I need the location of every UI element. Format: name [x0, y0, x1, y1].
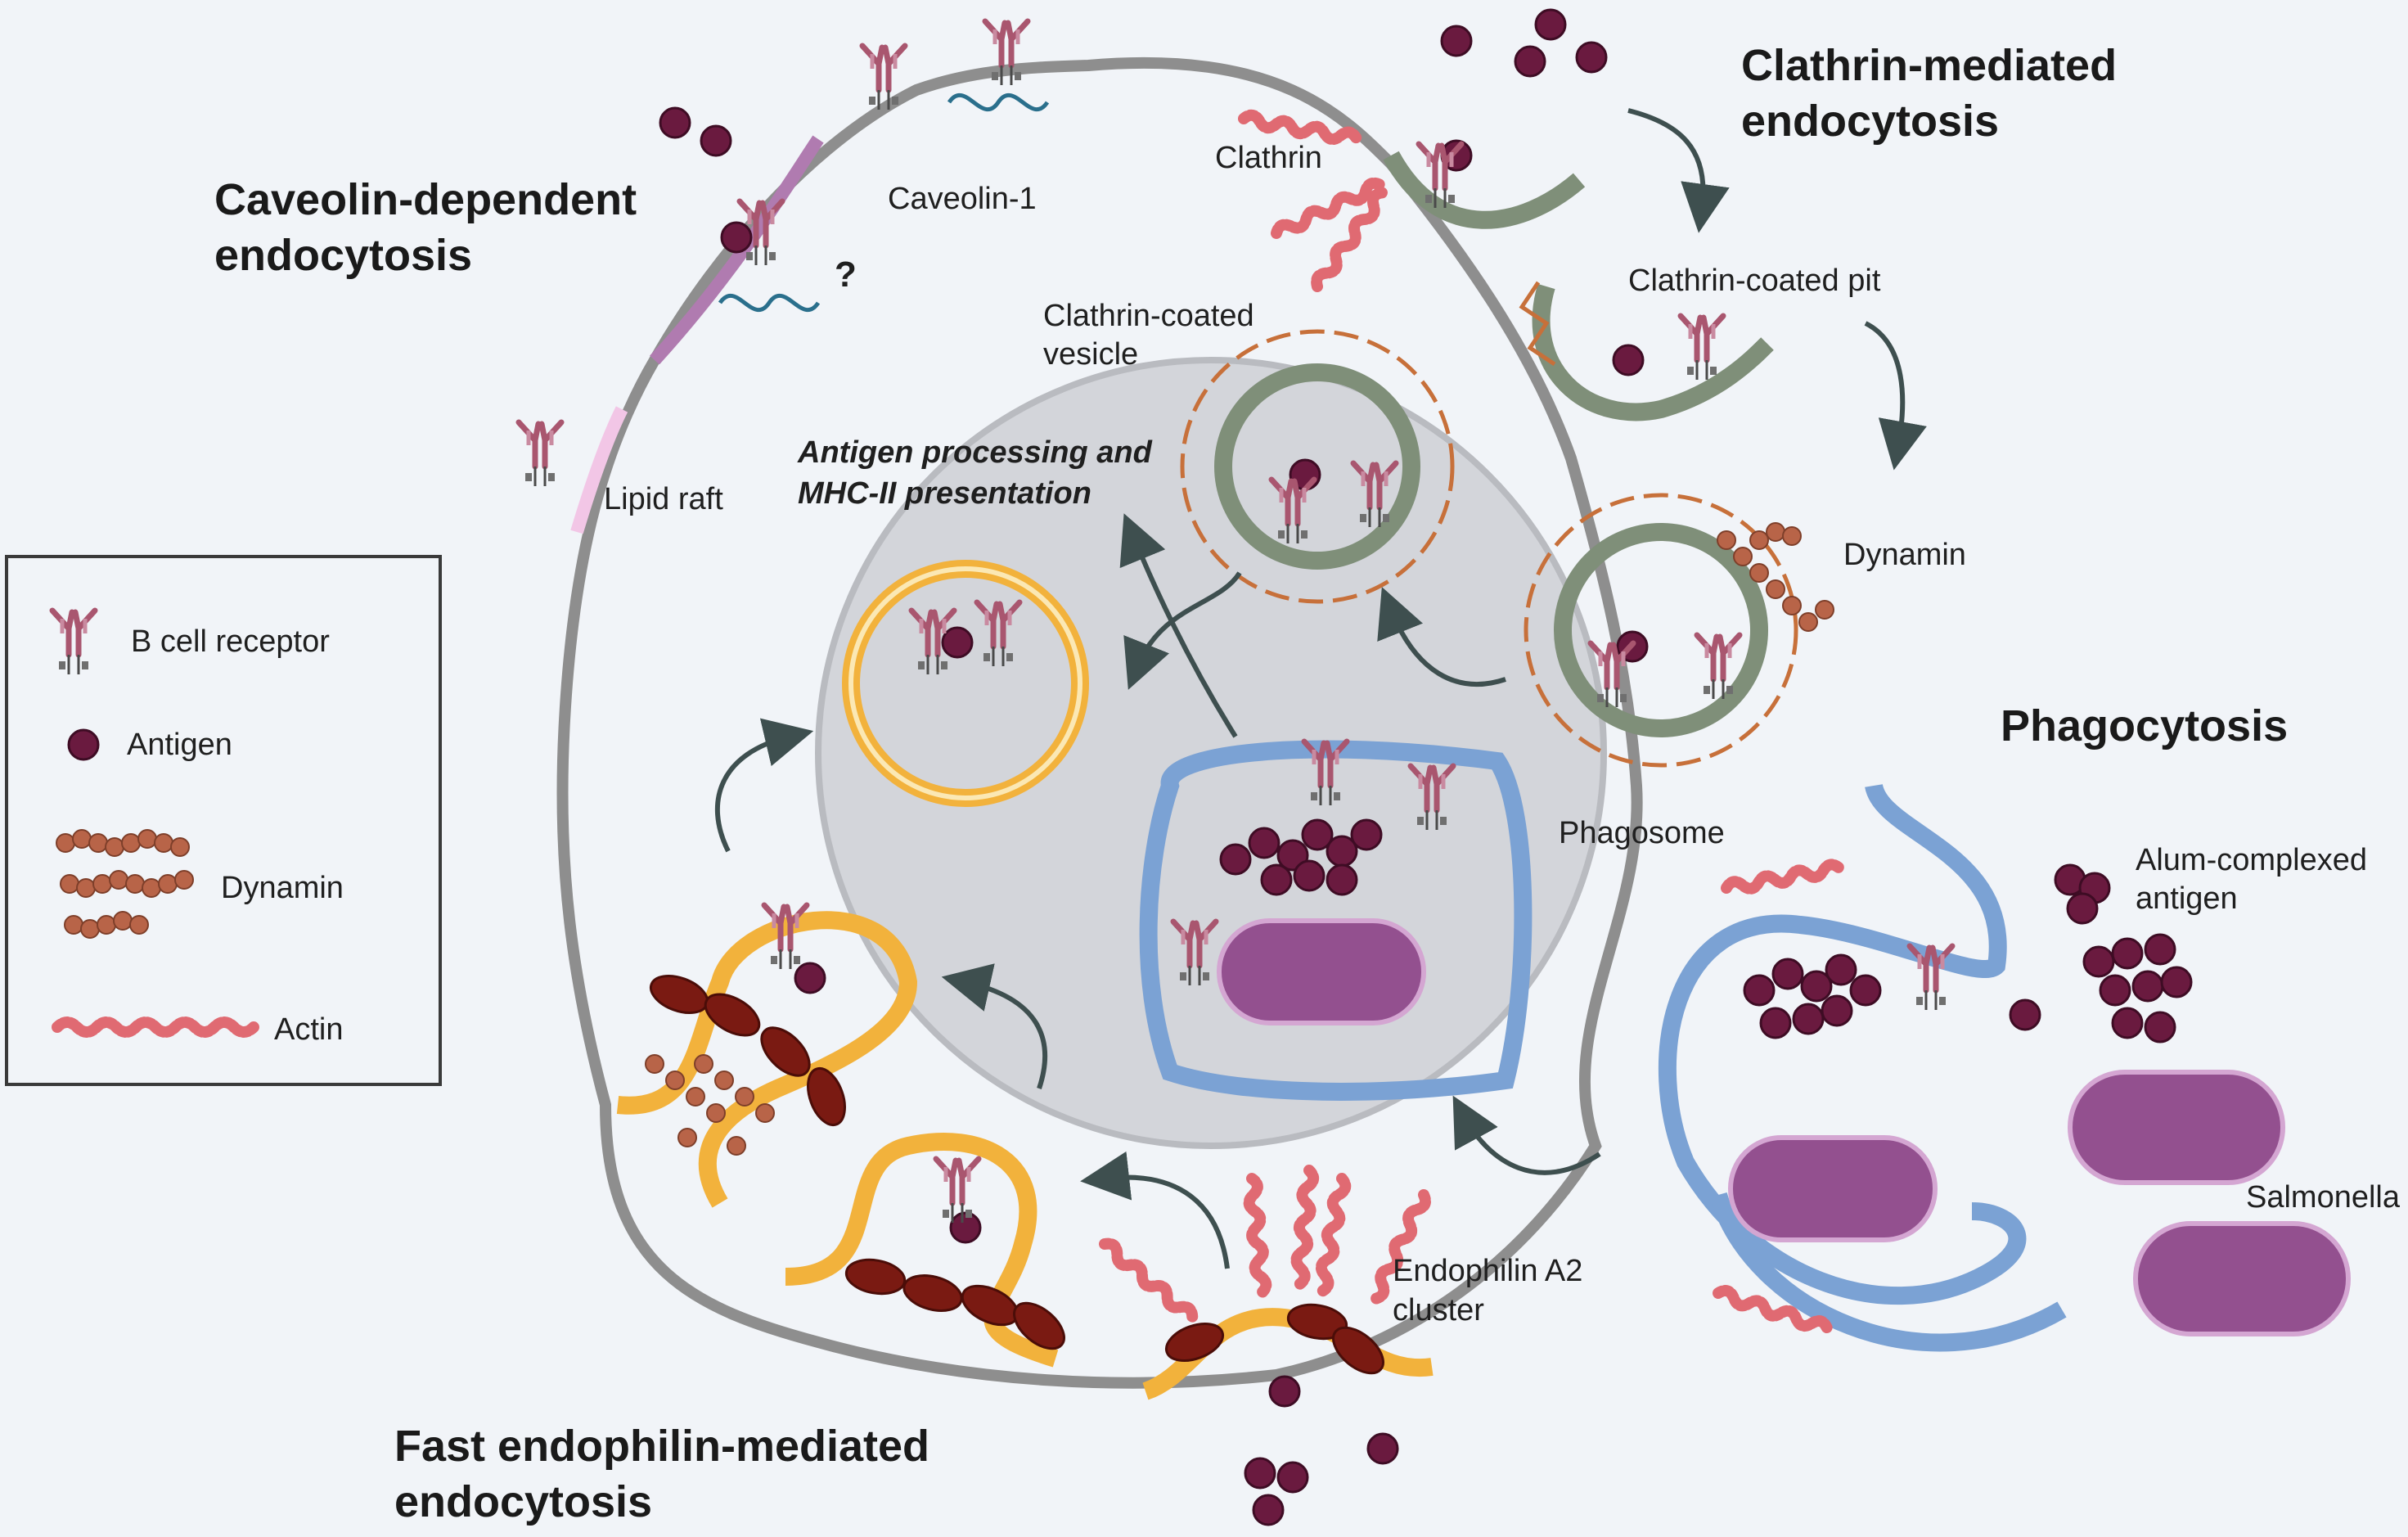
- label-dynamin: Dynamin: [1843, 538, 1966, 572]
- dynamin-vesicle: [1524, 493, 1834, 768]
- processing-endosome: [842, 560, 1089, 807]
- label-alum-complexed-antigen: Alum-complexed antigen: [2136, 843, 2376, 916]
- actin-icon: [52, 1016, 259, 1038]
- title-phagocytosis: Phagocytosis: [2001, 701, 2288, 750]
- process-arrows: [714, 108, 1927, 1269]
- label-endophilin-cluster: Endophilin A2 cluster: [1393, 1254, 1591, 1327]
- label-clathrin-coated-vesicle: Clathrin-coated vesicle: [1043, 299, 1263, 372]
- cell-membrane: [556, 56, 1643, 1389]
- legend-label-dynamin: Dynamin: [221, 871, 344, 905]
- phagocytic-cup: [1658, 783, 2067, 1352]
- title-fast-endophilin-mediated: Fast endophilin-mediated endocytosis: [394, 1422, 942, 1526]
- legend-label-actin: Actin: [274, 1012, 343, 1047]
- label-antigen-processing: Antigen processing and MHC-II presentati…: [797, 435, 1160, 511]
- salmonella-bacteria: [2068, 1070, 2351, 1336]
- legend-label-antigen: Antigen: [127, 728, 232, 762]
- label-lipid-raft: Lipid raft: [604, 482, 723, 516]
- title-caveolin-dependent: Caveolin-dependent endocytosis: [214, 175, 649, 280]
- clathrin-structures: [1243, 8, 1774, 421]
- label-salmonella: Salmonella: [2246, 1180, 2401, 1215]
- lipid-raft-segment: [570, 406, 628, 534]
- endophilin-structures: [616, 905, 1432, 1526]
- legend-label-b-cell-receptor: B cell receptor: [131, 624, 330, 659]
- phagosome: [1139, 741, 1533, 1101]
- caveolin-structures: [519, 21, 1050, 486]
- label-clathrin: Clathrin: [1215, 141, 1322, 175]
- title-clathrin-mediated: Clathrin-mediated endocytosis: [1741, 41, 2129, 146]
- label-clathrin-coated-pit: Clathrin-coated pit: [1628, 264, 1881, 298]
- antigen-icon: [67, 728, 100, 761]
- legend: B cell receptor Antigen Dynamin Actin: [5, 555, 442, 1086]
- label-phagosome: Phagosome: [1559, 816, 1725, 850]
- label-question-mark: ?: [835, 255, 857, 295]
- clathrin-coated-vesicle: [1180, 329, 1455, 604]
- label-caveolin-1: Caveolin-1: [888, 182, 1037, 216]
